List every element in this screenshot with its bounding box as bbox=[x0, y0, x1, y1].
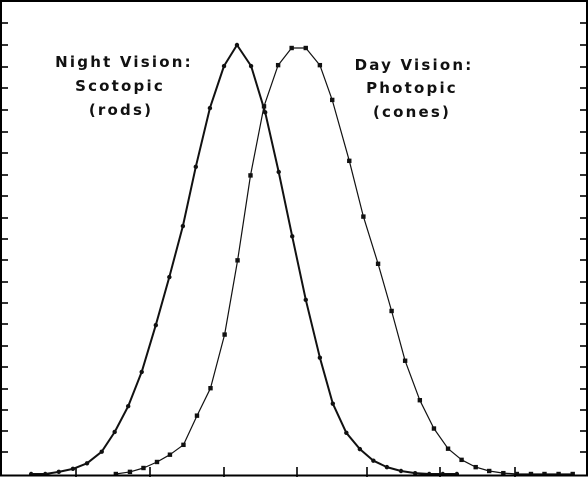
data-point bbox=[330, 401, 336, 406]
data-point bbox=[276, 169, 281, 175]
data-point bbox=[99, 449, 104, 454]
series-line bbox=[31, 44, 457, 475]
data-point bbox=[528, 471, 534, 477]
data-point bbox=[402, 358, 408, 363]
data-point bbox=[56, 469, 61, 475]
data-point bbox=[344, 430, 349, 436]
data-point bbox=[445, 446, 451, 451]
data-point bbox=[248, 63, 254, 69]
data-point bbox=[234, 42, 240, 48]
data-point bbox=[514, 471, 520, 477]
data-point bbox=[371, 458, 376, 463]
data-point bbox=[125, 404, 131, 409]
data-point bbox=[167, 452, 173, 457]
series-photopic bbox=[113, 45, 575, 477]
label-night-line-1: Night Vision: bbox=[55, 53, 193, 71]
data-point bbox=[412, 470, 418, 476]
data-point bbox=[153, 322, 159, 328]
data-point bbox=[248, 173, 253, 178]
data-point bbox=[113, 471, 119, 477]
series-line bbox=[115, 47, 573, 475]
data-point bbox=[275, 62, 281, 68]
data-point bbox=[84, 461, 90, 466]
data-point bbox=[361, 214, 366, 219]
data-point bbox=[303, 45, 308, 51]
data-point bbox=[127, 469, 133, 475]
data-point bbox=[181, 442, 186, 448]
data-point bbox=[398, 468, 404, 474]
data-point bbox=[207, 105, 213, 111]
data-point bbox=[330, 97, 335, 103]
data-point bbox=[235, 258, 240, 263]
data-point bbox=[112, 429, 117, 435]
data-point bbox=[459, 457, 464, 463]
data-point bbox=[317, 355, 323, 360]
data-point bbox=[431, 426, 437, 431]
data-point bbox=[384, 464, 390, 470]
data-point bbox=[357, 446, 363, 452]
data-point bbox=[194, 413, 200, 418]
label-night: Night Vision: Scotopic (rods) bbox=[55, 53, 193, 119]
data-point bbox=[70, 466, 76, 472]
data-point bbox=[180, 223, 186, 229]
data-point bbox=[570, 471, 575, 477]
data-point bbox=[417, 398, 423, 403]
label-day: Day Vision: Photopic (cones) bbox=[355, 56, 474, 121]
data-point bbox=[208, 386, 213, 391]
data-point bbox=[389, 308, 394, 314]
data-point bbox=[221, 63, 227, 69]
data-point bbox=[167, 274, 172, 280]
data-point bbox=[375, 261, 381, 266]
data-point bbox=[501, 470, 506, 476]
label-night-line-3: (rods) bbox=[89, 101, 153, 119]
data-point bbox=[487, 468, 492, 474]
data-point bbox=[542, 471, 547, 477]
data-point bbox=[303, 297, 308, 303]
data-point bbox=[193, 164, 199, 170]
data-point bbox=[473, 464, 478, 470]
data-point bbox=[141, 465, 146, 471]
data-point bbox=[261, 104, 267, 109]
data-point bbox=[222, 332, 227, 337]
data-point bbox=[139, 369, 144, 375]
data-point bbox=[262, 110, 268, 115]
data-point bbox=[317, 62, 323, 68]
label-night-line-2: Scotopic bbox=[75, 77, 165, 95]
data-point bbox=[556, 471, 561, 477]
data-point bbox=[290, 234, 295, 239]
data-point bbox=[154, 459, 160, 465]
label-day-line-2: Photopic bbox=[366, 79, 458, 97]
data-point bbox=[347, 158, 352, 164]
data-point bbox=[289, 45, 294, 51]
label-day-line-1: Day Vision: bbox=[355, 56, 474, 74]
label-day-line-3: (cones) bbox=[373, 103, 451, 121]
